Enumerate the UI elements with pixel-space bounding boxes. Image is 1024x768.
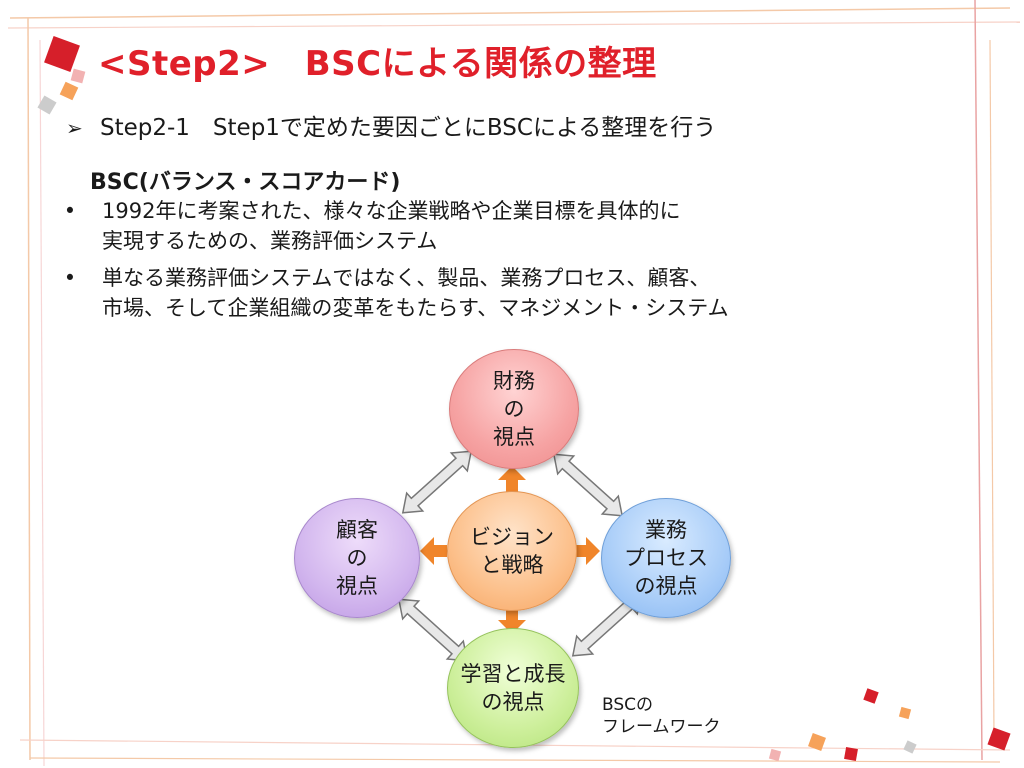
orange-arrow-up-icon	[498, 466, 526, 492]
bullet-dot-icon: •	[63, 266, 77, 290]
node-label: の	[346, 546, 368, 570]
orange-arrow-left-icon	[420, 537, 447, 565]
bullet-text-line: 1992年に考案された、様々な企業戦略や企業目標を具体的に	[102, 199, 681, 223]
node-label: と戦略	[480, 553, 544, 577]
financial-perspective-node: 財務 の 視点	[449, 349, 579, 469]
orange-arrow-right-icon	[575, 537, 600, 565]
node-label: プロセス	[624, 546, 708, 570]
node-label: 業務	[645, 518, 687, 542]
node-label: 顧客	[336, 518, 378, 542]
node-label: の	[503, 397, 525, 421]
node-label: 学習と成長	[460, 662, 566, 686]
caption-line: BSCの	[602, 695, 654, 715]
customer-perspective-node: 顧客 の 視点	[294, 498, 420, 618]
node-label: ビジョン	[470, 525, 554, 549]
bullet-list: • 1992年に考案された、様々な企業戦略や企業目標を具体的に 実現するための、…	[60, 196, 960, 330]
node-label: 財務	[493, 369, 535, 393]
orange-arrow-down-icon	[498, 608, 526, 634]
vision-strategy-node: ビジョン と戦略	[447, 491, 577, 611]
bsc-heading: BSC(バランス・スコアカード)	[90, 170, 401, 195]
step-text: Step2-1 Step1で定めた要因ごとにBSCによる整理を行う	[100, 115, 717, 141]
caption-line: フレームワーク	[602, 717, 721, 737]
step-line: ➢ Step2-1 Step1で定めた要因ごとにBSCによる整理を行う	[66, 108, 716, 142]
bullet-item: • 1992年に考案された、様々な企業戦略や企業目標を具体的に 実現するための、…	[60, 196, 960, 256]
business-process-node: 業務 プロセス の視点	[601, 498, 731, 618]
bullet-text-line: 実現するための、業務評価システム	[102, 229, 438, 253]
arrow-bullet-icon: ➢	[66, 116, 83, 140]
slide-title: <Step2> BSCによる関係の整理	[98, 44, 657, 84]
node-label: の視点	[481, 690, 545, 714]
node-label: 視点	[336, 574, 378, 598]
bullet-item: • 単なる業務評価システムではなく、製品、業務プロセス、顧客、 市場、そして企業…	[60, 263, 960, 323]
node-label: 視点	[493, 425, 535, 449]
diagram-caption: BSCの フレームワーク	[602, 694, 721, 738]
bullet-text-line: 単なる業務評価システムではなく、製品、業務プロセス、顧客、	[102, 266, 711, 290]
bullet-text-line: 市場、そして企業組織の変革をもたらす、マネジメント・システム	[102, 296, 729, 320]
bullet-dot-icon: •	[63, 199, 77, 223]
learning-growth-node: 学習と成長 の視点	[447, 628, 579, 748]
node-label: の視点	[634, 574, 698, 598]
